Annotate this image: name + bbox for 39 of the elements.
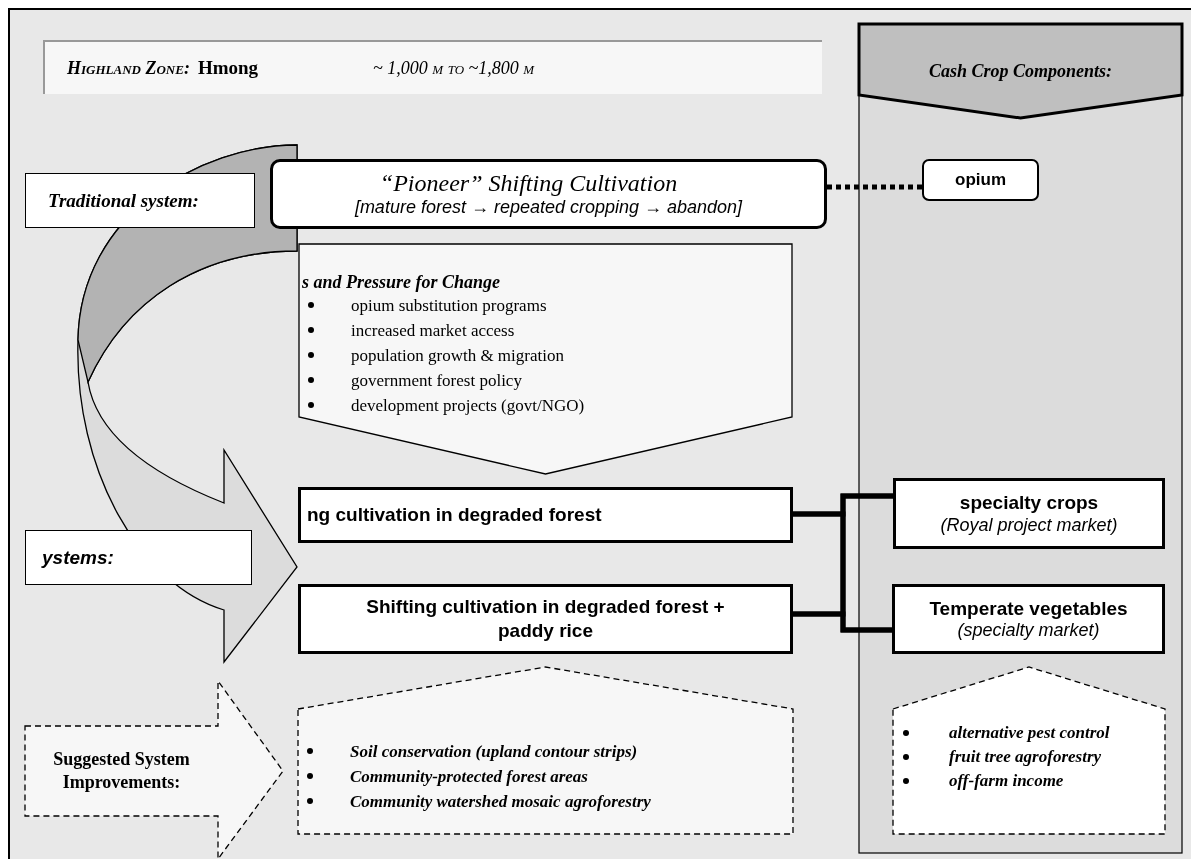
connector-line — [793, 611, 892, 633]
group-name: Hmong — [197, 57, 259, 79]
crop-name: Temperate vegetables — [928, 596, 1129, 621]
bullet-text: increased market access — [351, 320, 516, 342]
system-label: Traditional system: — [48, 189, 199, 212]
label-box — [25, 530, 252, 585]
elevation-range: ~ 1,000 m to ~1,800 m — [373, 57, 535, 79]
bullet-text: government forest policy — [351, 370, 523, 392]
crop-box — [892, 584, 1165, 654]
bullet-text: Community watershed mosaic agroforestry — [350, 791, 652, 813]
market-note: (specialty market) — [957, 620, 1100, 642]
crop-box — [922, 159, 1039, 201]
system-box — [270, 159, 827, 229]
bullet-text: fruit tree agroforestry — [949, 746, 1103, 768]
improvement-label: Suggested System Improvements: — [52, 747, 191, 794]
zone-label: Highland Zone: — [67, 57, 190, 79]
system-title: “Pioneer” Shifting Cultivation — [379, 170, 678, 197]
system-description: [mature forest → repeated cropping → abandon] — [354, 197, 743, 218]
bullet-text: Soil conservation (upland contour strips) — [350, 741, 639, 763]
system-name: ng cultivation in degraded forest — [306, 503, 603, 527]
label-box — [25, 173, 255, 228]
bullet-text: development projects (govt/NGO) — [351, 395, 586, 417]
column-heading: Cash Crop Components: — [928, 61, 1113, 82]
crop-name: specialty crops — [958, 491, 1100, 515]
bullet-text: Community-protected forest areas — [350, 766, 589, 788]
crop-name: opium — [955, 170, 1006, 190]
section-heading: s and Pressure for Change — [301, 272, 501, 293]
title-band — [43, 40, 822, 94]
bullet-text: alternative pest control — [949, 722, 1111, 744]
bullet-text: population growth & migration — [351, 345, 565, 367]
dotted-connector — [827, 184, 922, 190]
bullet-text: off-farm income — [949, 770, 1065, 792]
bullet-text: opium substitution programs — [351, 295, 548, 317]
system-label: ystems: — [42, 546, 114, 569]
market-note: (Royal project market) — [940, 514, 1118, 536]
system-name: Shifting cultivation in degraded forest + paddy rice — [365, 595, 726, 643]
crop-box — [893, 478, 1165, 549]
system-box — [298, 584, 793, 654]
system-box — [298, 487, 793, 543]
